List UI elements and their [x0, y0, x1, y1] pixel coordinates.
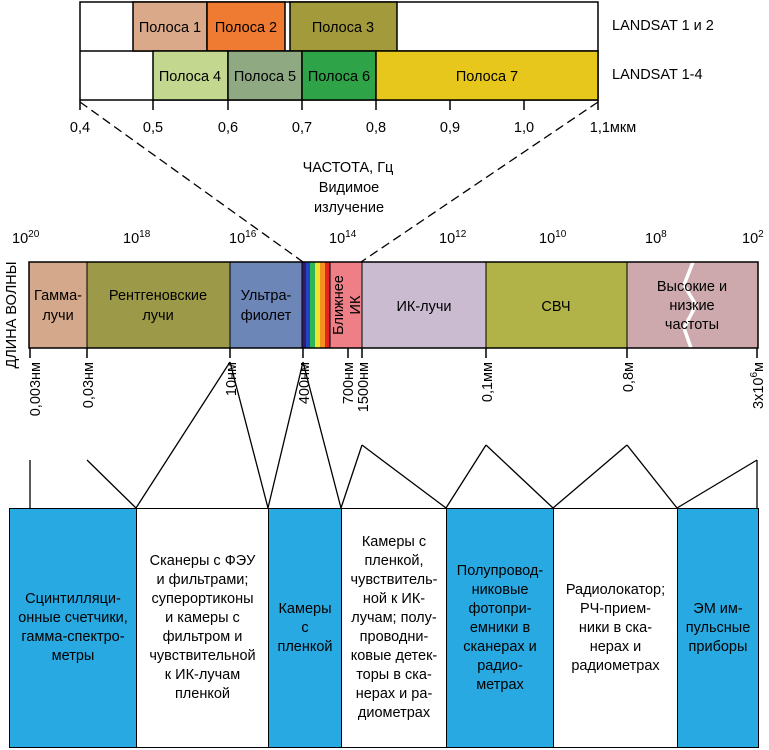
- landsat-bands: Полоса 1 Полоса 2 Полоса 3 Полоса 4 Поло…: [70, 1, 714, 136]
- microwave-label: СВЧ: [541, 299, 570, 315]
- uv-label: Ультра-фиолет: [241, 288, 292, 324]
- frequency-tick: 1020: [12, 229, 40, 247]
- scale-tick-label: 0,6: [218, 120, 238, 136]
- band-7-label: Полоса 7: [456, 69, 518, 85]
- visible-stripes: [302, 262, 330, 348]
- visible-stripe: [315, 262, 320, 348]
- wavelength-axis-label: ДЛИНА ВОЛНЫ: [4, 261, 20, 368]
- scale-tick-label: 1,0: [514, 120, 534, 136]
- scale-tick-label: 1,1мкм: [590, 120, 636, 136]
- segment-radio: [627, 262, 758, 348]
- scale-tick-label: 0,9: [440, 120, 460, 136]
- scale-tick-label: 0,4: [70, 120, 90, 136]
- landsat-row2-label: LANDSAT 1-4: [612, 67, 703, 83]
- frequency-tick: 1012: [439, 229, 467, 247]
- frequency-tick: 1018: [123, 229, 151, 247]
- visible-label-line-1: Видимое: [319, 180, 379, 196]
- scale-tick-label: 0,5: [143, 120, 163, 136]
- band-3-label: Полоса 3: [312, 20, 374, 36]
- connector-lines: [29, 361, 758, 509]
- frequency-tick-labels: 1020 1018 1016 1014 1012 1010 108 102: [12, 229, 764, 247]
- wavelength-tick-label: 0,1мм: [480, 362, 496, 402]
- segment-uv: [230, 262, 302, 348]
- landsat-row1-label: LANDSAT 1 и 2: [612, 18, 714, 34]
- segment-near-ir: [330, 262, 362, 348]
- band-2-label: Полоса 2: [215, 20, 277, 36]
- detector-ir: Полупровод- никовые фотопри- емники в ск…: [446, 508, 554, 748]
- frequency-tick: 1010: [539, 229, 567, 247]
- visible-stripe: [320, 262, 325, 348]
- detector-radio: ЭМ им- пульсные приборы: [677, 508, 759, 748]
- visible-stripe: [302, 262, 306, 348]
- detector-gamma: Сцинтилляци- онные счетчики, гамма-спект…: [9, 508, 137, 748]
- wavelength-tick-label: 0,03нм: [81, 362, 97, 408]
- wavelength-tick-label: 700нм: [341, 362, 357, 404]
- wavelength-tick-labels: 0,003нм 0,03нм 10нм 400нм 700нм 1500нм 0…: [28, 362, 767, 416]
- wavelength-tick-label: 0,003нм: [28, 362, 44, 416]
- band-1-rect: [132, 1, 208, 52]
- segment-xray: [87, 262, 230, 348]
- band-5-label: Полоса 5: [234, 69, 296, 85]
- band-6-label: Полоса 6: [308, 69, 370, 85]
- radio-break-mark: [682, 261, 699, 349]
- wavelength-ticks: [29, 348, 758, 358]
- frequency-tick: 1014: [329, 229, 357, 247]
- zoom-line-left: [79, 101, 304, 263]
- segment-dividers: [86, 262, 628, 348]
- visible-stripe: [306, 262, 310, 348]
- frequency-tick: 1016: [229, 229, 257, 247]
- near-ir-label: БлижнееИК: [331, 275, 364, 335]
- band-7-rect: [375, 50, 599, 101]
- band-1-label: Полоса 1: [139, 20, 201, 36]
- ir-label: ИК-лучи: [396, 299, 451, 315]
- scale-tick-label: 0,8: [366, 120, 386, 136]
- band-4-label: Полоса 4: [159, 69, 221, 85]
- gamma-label: Гамма-лучи: [34, 288, 82, 324]
- frequency-tick: 102: [742, 229, 764, 247]
- segment-microwave: [486, 262, 627, 348]
- visible-stripe: [325, 262, 330, 348]
- frequency-tick: 108: [645, 229, 667, 247]
- detector-near-ir: Камеры с пленкой, чувствитель- ной к ИК-…: [341, 508, 447, 748]
- segment-gamma: [29, 262, 87, 348]
- wavelength-tick-label: 1500нм: [356, 362, 372, 412]
- wavelength-tick-label: 3x106м: [749, 362, 767, 409]
- detector-xray-uv: Сканеры с ФЭУ и фильтрами; суперортиконы…: [136, 508, 269, 748]
- frequency-title: ЧАСТОТА, Гц: [303, 160, 394, 176]
- segment-ir: [362, 262, 486, 348]
- zoom-line-right: [360, 101, 599, 263]
- scale-tick-label: 0,7: [292, 120, 312, 136]
- visible-label-line-2: излучение: [314, 200, 384, 216]
- detector-microwave: Радиолокатор; РЧ-прием- ники в ска- нера…: [553, 508, 678, 748]
- wavelength-tick-label: 0,8м: [621, 362, 637, 392]
- landsat-scale-ticks: [79, 100, 599, 110]
- visible-stripe: [310, 262, 315, 348]
- detector-visible: Камеры с пленкой: [268, 508, 342, 748]
- spectrum-border: [28, 261, 759, 349]
